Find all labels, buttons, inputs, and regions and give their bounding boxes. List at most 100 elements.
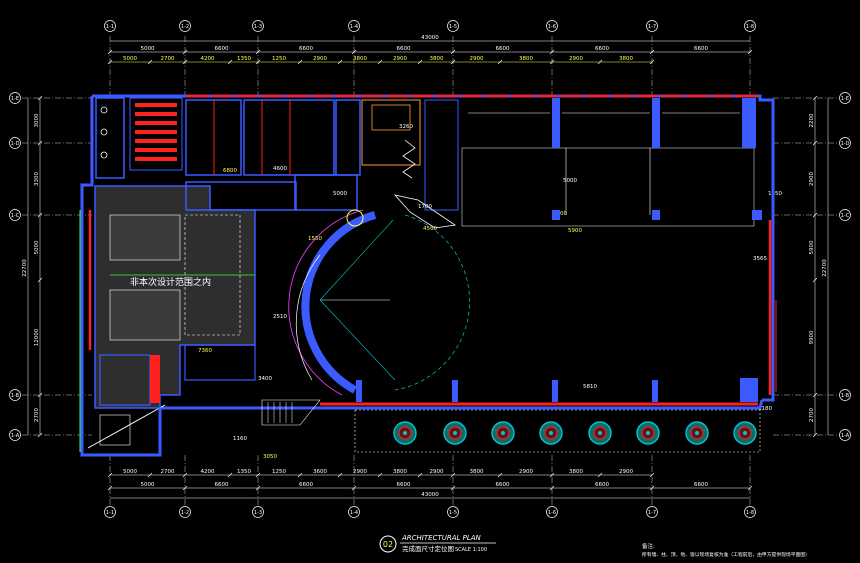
dimension-value: 2900 bbox=[430, 469, 444, 475]
axis-bubble-bottom bbox=[348, 506, 360, 518]
interior-dimension: 2510 bbox=[273, 314, 287, 320]
dimension-tick bbox=[812, 212, 818, 218]
axis-bubble-left bbox=[9, 92, 21, 104]
upper-room-partitions bbox=[213, 100, 291, 175]
axis-bubble-top bbox=[744, 20, 756, 32]
dimension-tick bbox=[147, 472, 153, 478]
dimension-tick bbox=[351, 49, 357, 55]
dimension-value: 5000 bbox=[123, 469, 137, 475]
axis-label-bottom: 1-8 bbox=[746, 510, 754, 516]
restroom-block bbox=[95, 97, 183, 179]
axis-bubble-bottom bbox=[447, 506, 459, 518]
axis-label-top: 1-6 bbox=[548, 24, 556, 30]
dimension-tick bbox=[182, 49, 188, 55]
dimension-tick bbox=[649, 49, 655, 55]
axis-label-bottom: 1-3 bbox=[254, 510, 262, 516]
dimension-tick bbox=[337, 59, 343, 65]
outdoor-deck bbox=[354, 409, 761, 453]
axis-label-top: 1-2 bbox=[181, 24, 189, 30]
excluded-zone: 非本次设计范围之内 bbox=[94, 185, 256, 409]
dimension-value: 6600 bbox=[299, 46, 313, 52]
dimension-tick bbox=[497, 472, 503, 478]
axis-label-left: 1-D bbox=[11, 141, 20, 147]
axis-label-top: 1-3 bbox=[254, 24, 262, 30]
axis-bubble-left bbox=[9, 429, 21, 441]
axis-label-bottom: 1-7 bbox=[648, 510, 656, 516]
dimension-value: 6600 bbox=[595, 46, 609, 52]
axis-label-right: 1-C bbox=[841, 213, 850, 219]
dimension-value: 3300 bbox=[34, 172, 40, 186]
dimension-tick bbox=[377, 472, 383, 478]
dimension-value: 9900 bbox=[809, 330, 815, 344]
dimension-value: 2700 bbox=[34, 408, 40, 422]
axis-bubble-top bbox=[646, 20, 658, 32]
dimension-value: 5900 bbox=[809, 240, 815, 254]
lantern-core bbox=[453, 431, 457, 435]
interior-dimension: 4500 bbox=[423, 226, 437, 232]
dimension-total-bottom: 43000 bbox=[421, 492, 439, 498]
dimension-value: 5000 bbox=[141, 46, 155, 52]
dimension-tick bbox=[351, 485, 357, 491]
lantern-core bbox=[501, 431, 505, 435]
axis-bubble-bottom bbox=[179, 506, 191, 518]
dimension-tick bbox=[255, 472, 261, 478]
dimension-tick bbox=[812, 95, 818, 101]
axis-label-right: 1-A bbox=[841, 433, 850, 439]
axis-bubble-right bbox=[839, 429, 851, 441]
lantern-core bbox=[598, 431, 602, 435]
exclusion-note: 非本次设计范围之内 bbox=[130, 276, 211, 288]
dimension-tick bbox=[182, 59, 188, 65]
dimension-tick bbox=[147, 59, 153, 65]
dimension-tick bbox=[297, 472, 303, 478]
dimension-tick bbox=[107, 59, 113, 65]
interior-dimension: 5900 bbox=[568, 228, 582, 234]
dimension-tick bbox=[450, 59, 456, 65]
lower-left-rooms bbox=[99, 344, 321, 446]
dimension-value: 6600 bbox=[694, 46, 708, 52]
axis-bubble-right bbox=[839, 389, 851, 401]
upper-rooms bbox=[185, 99, 459, 211]
axis-bubble-right bbox=[839, 137, 851, 149]
axis-bubble-bottom bbox=[104, 506, 116, 518]
axis-bubble-top bbox=[546, 20, 558, 32]
outer-wall-left bbox=[80, 96, 764, 457]
dimension-value: 2900 bbox=[470, 56, 484, 62]
dimension-value: 2900 bbox=[313, 56, 327, 62]
dimension-tick bbox=[227, 59, 233, 65]
axis-bubble-top bbox=[447, 20, 459, 32]
axis-label-top: 1-7 bbox=[648, 24, 656, 30]
dimension-tick bbox=[597, 472, 603, 478]
dimension-tick bbox=[812, 432, 818, 438]
dimension-value: 2900 bbox=[393, 56, 407, 62]
dimension-tick bbox=[37, 432, 43, 438]
drawing-number: 02 bbox=[383, 540, 393, 549]
building-shell bbox=[79, 94, 777, 457]
dimension-value: 2900 bbox=[353, 469, 367, 475]
interior-dimension: 1180 bbox=[758, 406, 772, 412]
lantern-core bbox=[646, 431, 650, 435]
dimension-value: 3800 bbox=[353, 56, 367, 62]
dimension-tick bbox=[37, 212, 43, 218]
axis-bubble-right bbox=[839, 209, 851, 221]
dimension-tick bbox=[812, 277, 818, 283]
interior-dimension: 1050 bbox=[768, 191, 782, 197]
dimension-value: 6600 bbox=[595, 482, 609, 488]
title-block: 02 ARCHITECTURAL PLAN 完成面尺寸定位图 SCALE 1:1… bbox=[379, 534, 496, 553]
curved-stage bbox=[288, 194, 470, 396]
dimension-tick bbox=[747, 485, 753, 491]
axis-bubble-top bbox=[252, 20, 264, 32]
dimension-tick bbox=[549, 49, 555, 55]
lantern-core bbox=[695, 431, 699, 435]
dimension-tick bbox=[337, 472, 343, 478]
axis-label-left: 1-B bbox=[11, 393, 20, 399]
dimension-value: 2900 bbox=[809, 172, 815, 186]
interior-dimension: 3050 bbox=[263, 454, 277, 460]
axis-bubble-bottom bbox=[646, 506, 658, 518]
dimension-value: 4200 bbox=[201, 469, 215, 475]
dimension-tick bbox=[107, 49, 113, 55]
dimension-value: 6600 bbox=[694, 482, 708, 488]
dimension-value: 2700 bbox=[161, 56, 175, 62]
dimension-tick bbox=[297, 59, 303, 65]
dimension-tick bbox=[255, 59, 261, 65]
dimension-tick bbox=[182, 485, 188, 491]
